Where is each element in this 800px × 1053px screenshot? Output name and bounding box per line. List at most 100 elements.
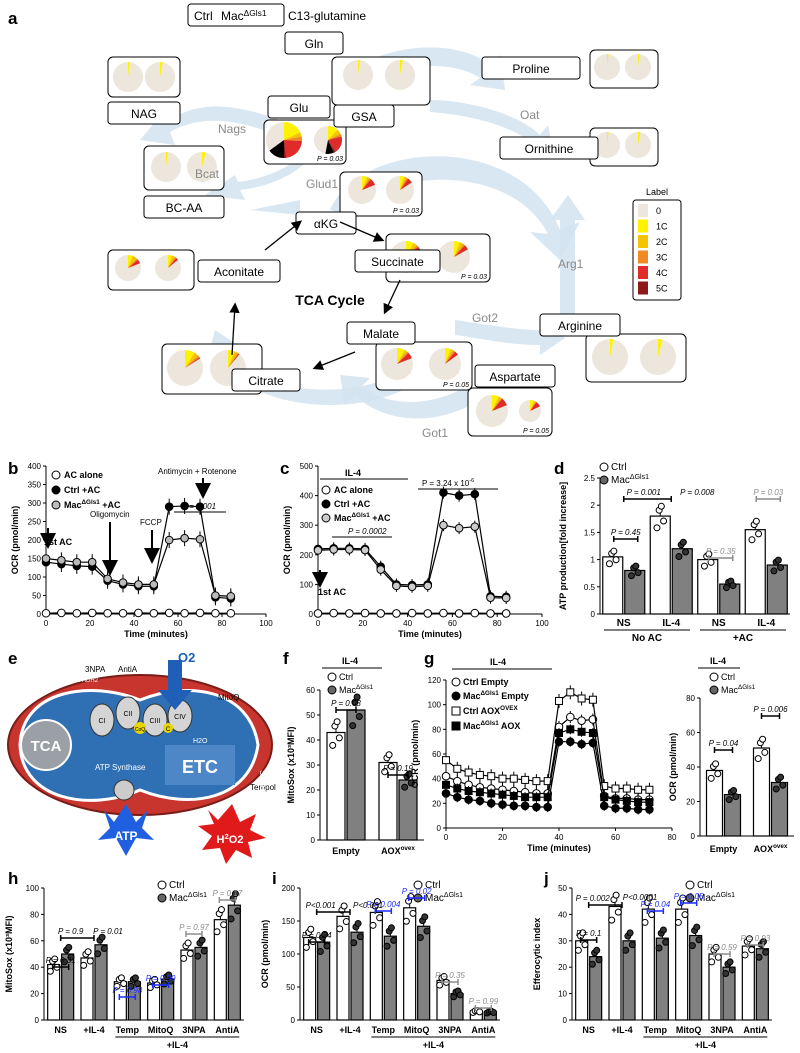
group-label: NS bbox=[617, 618, 631, 629]
h2o2-star bbox=[198, 804, 266, 864]
data-point bbox=[543, 793, 552, 802]
isotopologue-pie bbox=[187, 152, 217, 182]
data-dot bbox=[755, 953, 763, 961]
pie-slice bbox=[168, 257, 179, 268]
y-axis-label: OCR (pmol/min) bbox=[410, 720, 420, 789]
metabolite-box bbox=[143, 195, 225, 219]
x-tick-label: +IL-4 bbox=[339, 1025, 360, 1035]
y-tick-label: 0 bbox=[437, 824, 442, 833]
x-tick-label: 100 bbox=[259, 619, 273, 628]
data-dot bbox=[60, 958, 68, 966]
y-tick-label: 40 bbox=[686, 763, 695, 772]
data-dot bbox=[627, 572, 635, 580]
data-point bbox=[439, 520, 448, 530]
data-dot bbox=[390, 936, 398, 944]
data-point bbox=[464, 795, 473, 804]
y-tick-label: 200 bbox=[300, 551, 314, 560]
data-point bbox=[439, 488, 448, 497]
pie-slice bbox=[328, 134, 342, 140]
data-point bbox=[87, 608, 97, 618]
data-dot bbox=[402, 917, 410, 925]
data-dot bbox=[772, 785, 780, 793]
pie-slice bbox=[400, 178, 412, 190]
data-point bbox=[543, 802, 553, 812]
data-dot bbox=[588, 960, 596, 968]
data-point bbox=[134, 608, 143, 618]
p-value: P = 0.99 bbox=[146, 974, 176, 983]
pie-slice bbox=[445, 349, 454, 364]
y-tick-label: 40 bbox=[558, 910, 567, 919]
pie-slice bbox=[358, 60, 360, 75]
data-dot bbox=[761, 748, 769, 756]
pie-slice bbox=[400, 176, 407, 190]
group-label: +AC bbox=[733, 633, 753, 644]
data-dot bbox=[65, 943, 73, 951]
data-dot bbox=[349, 722, 357, 730]
p-value: P = 0.1 bbox=[576, 929, 601, 938]
p-value: P = 0.05 bbox=[523, 428, 549, 435]
pie-slice bbox=[228, 351, 238, 368]
y-tick-label: 250 bbox=[28, 518, 42, 527]
pie-slice bbox=[328, 136, 342, 152]
data-dot bbox=[581, 941, 589, 949]
data-point bbox=[470, 608, 480, 618]
y-tick-label: 60 bbox=[306, 686, 315, 695]
data-dot bbox=[387, 762, 395, 770]
pie-slice bbox=[168, 255, 175, 268]
bar bbox=[752, 747, 771, 837]
data-point bbox=[453, 792, 462, 802]
bar bbox=[671, 548, 693, 615]
group-label: +IL-4 bbox=[167, 1040, 188, 1050]
legend-label: MacΔGls1 bbox=[425, 892, 463, 904]
pie-slice bbox=[492, 398, 503, 411]
title: IL-4 bbox=[342, 656, 358, 666]
data-dot bbox=[774, 556, 782, 564]
legend-marker bbox=[321, 499, 331, 509]
p-value: P = 0.98 bbox=[112, 986, 142, 995]
y-tick-label: 0 bbox=[563, 1016, 568, 1025]
y-tick-label: 200 bbox=[28, 536, 42, 545]
header-ctrl: Ctrl bbox=[194, 9, 213, 23]
data-point bbox=[392, 581, 401, 591]
legend-label: MacΔGls1 bbox=[611, 474, 649, 486]
data-point bbox=[72, 608, 82, 618]
data-point bbox=[470, 522, 480, 531]
x-tick-label: Empty bbox=[710, 844, 738, 854]
data-point bbox=[41, 554, 51, 563]
y-tick-label: 50 bbox=[32, 592, 41, 601]
data-point bbox=[407, 582, 417, 592]
isotopologue-pie bbox=[115, 255, 141, 281]
isotopologue-pie bbox=[625, 132, 651, 158]
pie-slice bbox=[530, 400, 536, 411]
pie-slice bbox=[397, 348, 405, 364]
data-dot bbox=[387, 924, 395, 932]
p-value: P = 0.05 bbox=[443, 382, 469, 389]
group-label: NS bbox=[712, 618, 726, 629]
data-point bbox=[475, 788, 484, 797]
data-point bbox=[195, 534, 205, 544]
pie-slice bbox=[284, 132, 302, 140]
y-tick-label: 2 bbox=[591, 501, 596, 510]
data-dot bbox=[707, 558, 715, 566]
pie-slice bbox=[397, 349, 408, 364]
group-label: IL-4 bbox=[662, 618, 680, 629]
coq bbox=[134, 722, 146, 734]
data-dot bbox=[383, 942, 391, 950]
isotopologue-pie bbox=[594, 132, 620, 158]
data-dot bbox=[80, 961, 88, 969]
data-dot bbox=[708, 958, 716, 966]
etc-box bbox=[165, 745, 235, 785]
x-tick-label: 80 bbox=[668, 833, 677, 842]
legend-title: Label bbox=[646, 187, 668, 197]
metabolite-box bbox=[197, 259, 281, 283]
x-tick-label: 0 bbox=[444, 833, 449, 842]
p-value: P = 0.03 bbox=[317, 156, 343, 163]
p-value: P = 0.004 bbox=[366, 900, 401, 909]
data-dot bbox=[645, 894, 653, 902]
group-label: No AC bbox=[632, 633, 662, 644]
legend-marker bbox=[51, 470, 61, 480]
x-tick-label: AOXovex bbox=[381, 845, 415, 856]
pie-slice bbox=[638, 132, 641, 145]
